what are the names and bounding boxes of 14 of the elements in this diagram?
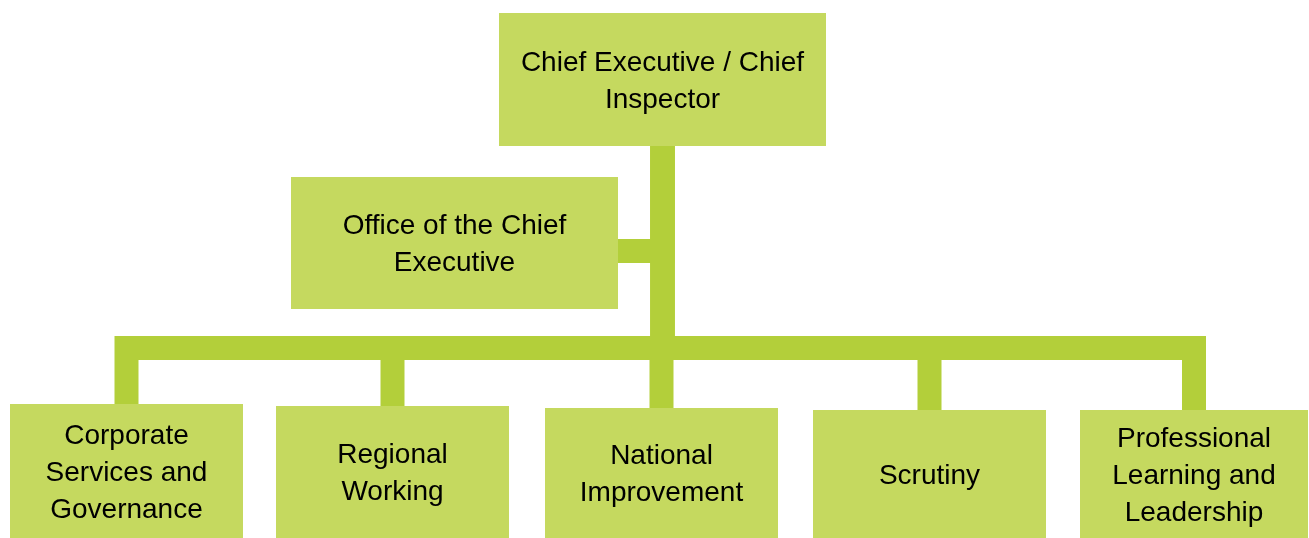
org-box [545, 408, 778, 538]
box-label: Regional Working [336, 437, 449, 508]
box-label: National Improvement [578, 438, 745, 509]
org-box [291, 177, 618, 309]
box-label: Corporate Services and Governance [44, 417, 209, 526]
box-label: Professional Learning and Leadership [1111, 420, 1277, 529]
org-box [813, 410, 1046, 538]
box-label: Office of the Chief Executive [341, 208, 568, 279]
org-box [10, 404, 243, 538]
org-box [1080, 410, 1308, 538]
org-box [276, 406, 509, 538]
box-label: Scrutiny [878, 457, 981, 492]
org-box [499, 13, 826, 146]
box-label: Chief Executive / Chief Inspector [519, 44, 806, 116]
